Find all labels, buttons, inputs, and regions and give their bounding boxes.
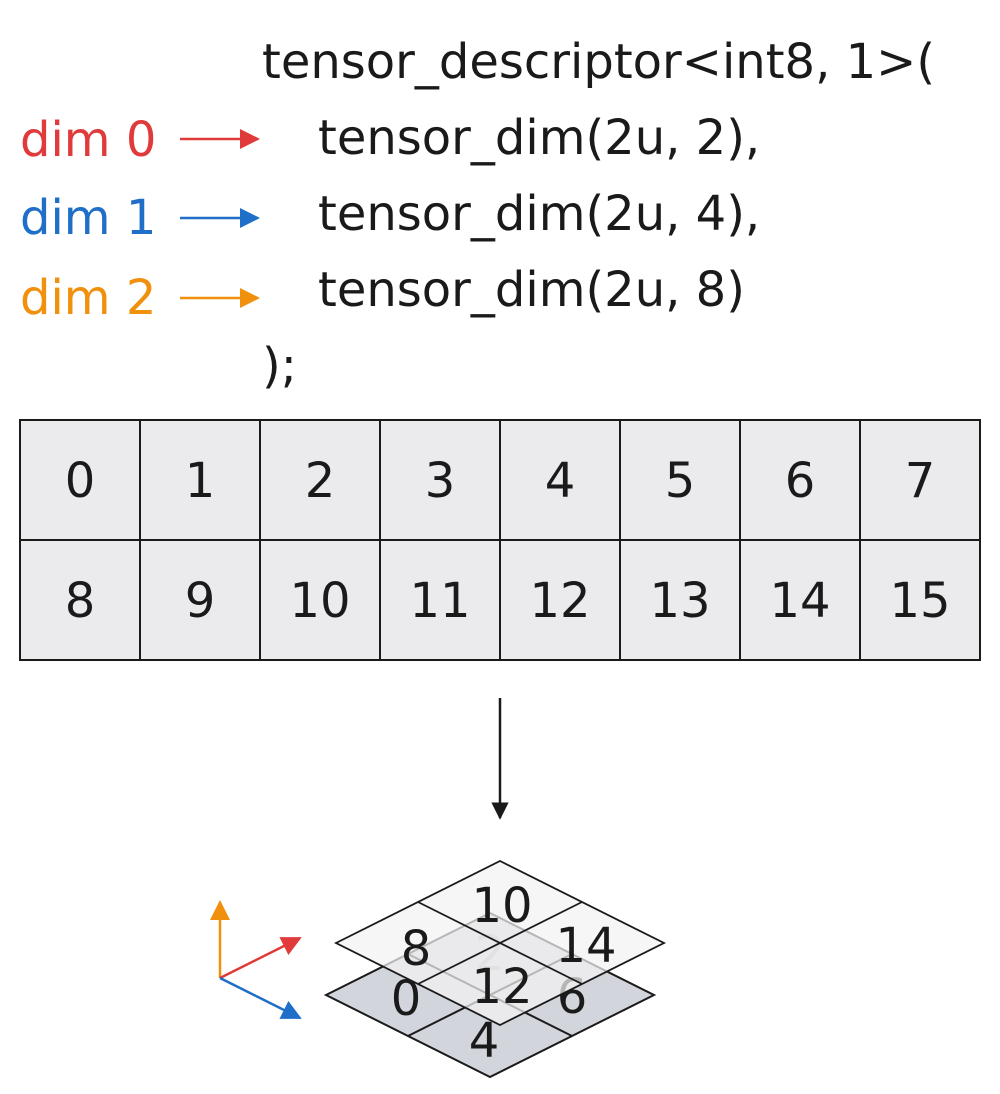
code-close-line: ); [262, 338, 297, 394]
grid-cell-value: 0 [65, 453, 96, 509]
iso-top-divider-b [417, 901, 583, 985]
code-line-dim2: tensor_dim(2u, 8) [318, 262, 745, 318]
axis-indicator [210, 900, 302, 1020]
isometric-tensor-view: 0 6 4 2 10 8 14 12 [323, 859, 667, 1079]
code-line-dim1: tensor_dim(2u, 4), [318, 186, 760, 242]
grid-cell-value: 15 [889, 573, 950, 629]
grid-cell [139, 539, 261, 661]
grid-cell [739, 539, 861, 661]
grid-cell-value: 9 [185, 573, 216, 629]
grid-cell [619, 539, 741, 661]
axis-dim0 [219, 936, 302, 980]
iso-cell-8: 8 [401, 921, 432, 977]
axis-dim1 [219, 976, 302, 1020]
dim0-label: dim 0 [20, 112, 156, 168]
grid-cell-value: 13 [649, 573, 710, 629]
dim2-label: dim 2 [20, 270, 156, 326]
grid-cell [139, 419, 261, 541]
grid-cell-value: 14 [769, 573, 830, 629]
iso-cell-14: 14 [555, 918, 616, 974]
grid-cell-value: 1 [185, 453, 216, 509]
grid-cell [499, 539, 621, 661]
grid-cell [19, 419, 141, 541]
grid-cell [379, 539, 501, 661]
grid-cell-value: 11 [409, 573, 470, 629]
dim1-label: dim 1 [20, 190, 156, 246]
iso-cell-12: 12 [471, 959, 532, 1015]
grid-cell-value: 8 [65, 573, 96, 629]
grid-cell-value: 7 [905, 453, 936, 509]
code-open-line: tensor_descriptor<int8, 1>( [262, 34, 935, 90]
grid-cell [859, 419, 981, 541]
grid-cell-value: 4 [545, 453, 576, 509]
grid-cell [859, 539, 981, 661]
code-line-dim0: tensor_dim(2u, 2), [318, 110, 760, 166]
iso-cell-10: 10 [471, 878, 532, 934]
grid-cell-value: 6 [785, 453, 816, 509]
grid-cell-value: 10 [289, 573, 350, 629]
grid-cell-value: 2 [305, 453, 336, 509]
grid-cell-value: 3 [425, 453, 456, 509]
grid-cell-value: 5 [665, 453, 696, 509]
grid-cell [259, 419, 381, 541]
grid-cell-value: 12 [529, 573, 590, 629]
grid-cell [259, 539, 381, 661]
grid-cell [19, 539, 141, 661]
